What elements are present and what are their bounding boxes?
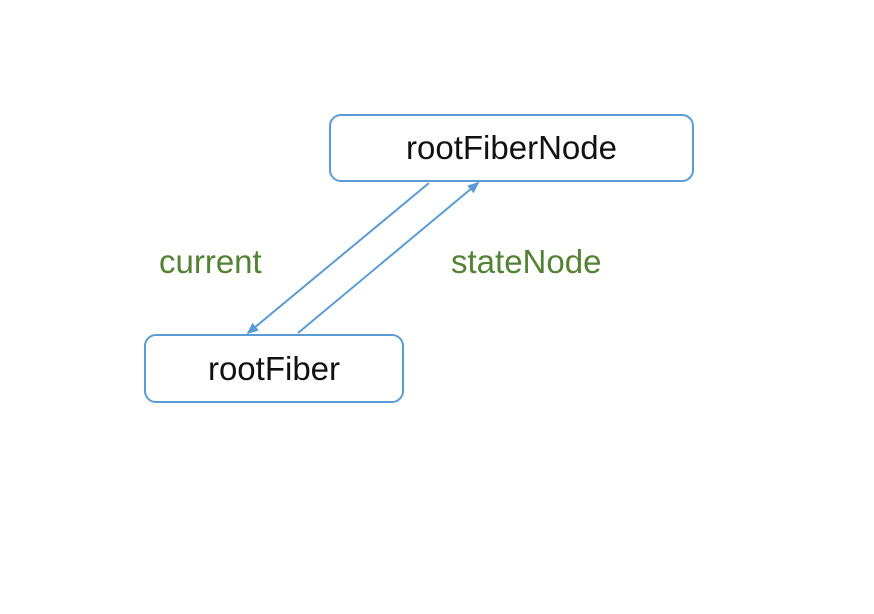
- root-fiber-node-box: rootFiberNode: [329, 114, 694, 182]
- current-edge-label: current: [159, 243, 262, 280]
- current-arrow: [246, 182, 430, 335]
- root-fiber-box: rootFiber: [144, 334, 404, 403]
- state-node-edge-label: stateNode: [451, 243, 602, 280]
- root-fiber-label: rootFiber: [207, 349, 341, 387]
- root-fiber-node-label: rootFiberNode: [406, 129, 617, 166]
